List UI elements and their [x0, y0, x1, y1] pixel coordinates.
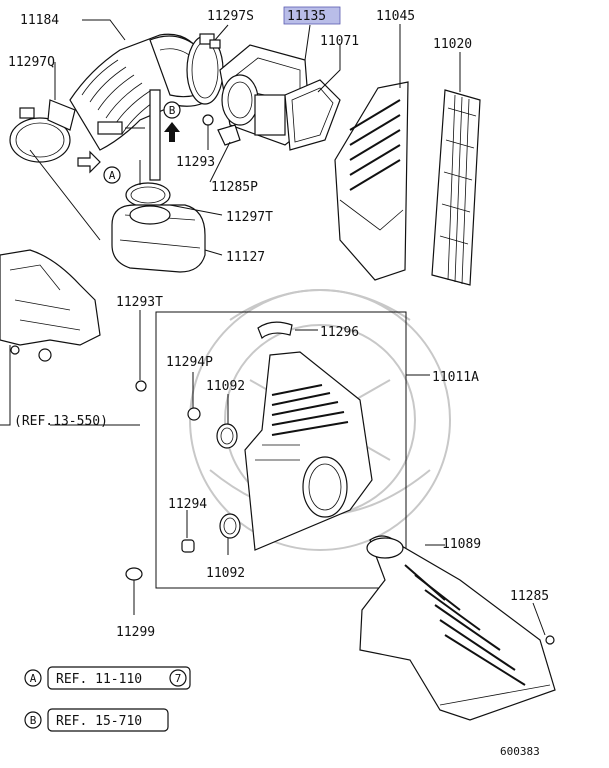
ref-B-legend: B REF. 15-710 [24, 708, 169, 732]
label-11135: 11135 [287, 9, 326, 24]
arrow-B-letter: B [169, 104, 176, 117]
ref-B-text: REF. 15-710 [56, 714, 142, 729]
diagram-number: 600383 [500, 745, 540, 758]
hose-clamp-11297S [186, 33, 224, 105]
label-11127: 11127 [226, 250, 265, 265]
ref-A-text: REF. 11-110 [56, 672, 142, 687]
label-11089: 11089 [442, 537, 481, 552]
ref-A-letter: A [30, 672, 37, 685]
arrow-A-letter: A [109, 169, 116, 182]
label-highlight-11135 [283, 6, 341, 25]
pin-11294P [187, 407, 201, 421]
gasket-11071 [284, 79, 341, 151]
case-assembly-box [155, 311, 407, 589]
label-11092-lower: 11092 [206, 566, 245, 581]
air-filter-element-11020 [431, 89, 481, 286]
label-11293T: 11293T [116, 295, 163, 310]
label-11092-upper: 11092 [206, 379, 245, 394]
label-11045: 11045 [376, 9, 415, 24]
clip-11296 [257, 321, 293, 339]
leader-lines [0, 19, 546, 636]
ref-A-legend: A REF. 11-110 7 [24, 666, 191, 690]
bracket-11285P [217, 124, 241, 146]
bolt-11293 [202, 114, 214, 126]
ref-13-550: (REF.13-550) [14, 414, 108, 429]
grommet-11092-lower [219, 513, 241, 539]
engine-outline [0, 249, 101, 362]
label-11020: 11020 [433, 37, 472, 52]
pin-11294 [181, 539, 195, 553]
label-11294P: 11294P [166, 355, 213, 370]
arrow-B: B [163, 101, 181, 142]
label-11071: 11071 [320, 34, 359, 49]
breather-fitting [97, 89, 161, 181]
air-cleaner-cover-11045 [334, 81, 409, 281]
label-11296: 11296 [320, 325, 359, 340]
label-11294: 11294 [168, 497, 207, 512]
clip-11285 [545, 635, 555, 645]
grommet-11092-upper [216, 423, 238, 449]
label-11297T: 11297T [226, 210, 273, 225]
air-intake-duct-11089 [359, 535, 556, 721]
label-11011A: 11011A [432, 370, 479, 385]
label-11293: 11293 [176, 155, 215, 170]
arrow-A: A [77, 150, 121, 184]
nut-11293T [135, 380, 147, 392]
label-11285P: 11285P [211, 180, 258, 195]
air-cleaner-case-11011A [244, 351, 373, 551]
ref-A-circled-number: 7 [175, 672, 182, 685]
hose-clamp-11297Q [9, 99, 76, 163]
ref-B-letter: B [30, 714, 37, 727]
label-11184: 11184 [20, 13, 59, 28]
resonator-11127 [111, 204, 206, 273]
label-11299: 11299 [116, 625, 155, 640]
label-11297S: 11297S [207, 9, 254, 24]
hose-clamp-11297T [125, 182, 171, 208]
label-11297Q: 11297Q [8, 55, 55, 70]
bolt-11299 [125, 567, 143, 615]
label-11285: 11285 [510, 589, 549, 604]
